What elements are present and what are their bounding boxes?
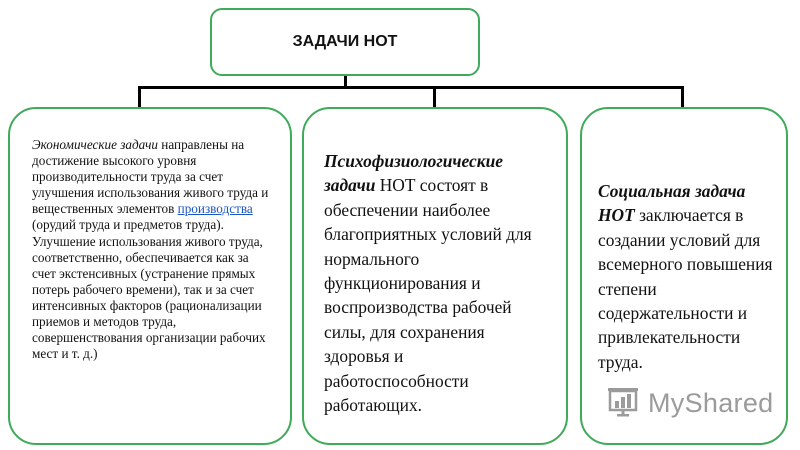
social-task-text: заключается в создании условий для всеме… (598, 205, 773, 372)
psychophysiological-tasks-text: НОТ состоят в обеспечении наиболее благо… (324, 175, 532, 416)
diagram-title: ЗАДАЧИ НОТ (292, 33, 398, 50)
connector-bar (138, 86, 684, 89)
bar-chart-presentation-icon (606, 384, 640, 423)
connector-right (681, 86, 684, 108)
social-task-lead: Социальная задача НОТ (598, 181, 746, 226)
myshared-watermark: MyShared (606, 384, 773, 423)
connector-middle (433, 86, 436, 108)
economic-tasks-lead: Экономические задачи (32, 137, 158, 152)
psychophysiological-tasks-lead: Психофизиологические задачи (324, 151, 503, 196)
economic-tasks-card: Экономические задачи направлены на дости… (8, 107, 292, 445)
psychophysiological-tasks-card: Психофизиологические задачи НОТ состоят … (302, 107, 568, 445)
title-box: ЗАДАЧИ НОТ (210, 8, 480, 76)
connector-trunk (344, 76, 347, 88)
connector-left (138, 86, 141, 108)
production-link[interactable]: производства (177, 201, 253, 217)
economic-tasks-text-b: (орудий труда и предметов труда). Улучше… (32, 217, 266, 362)
watermark-text: MyShared (648, 388, 774, 418)
economic-tasks-text-a: направлены на достижение высокого уровня… (32, 137, 269, 217)
